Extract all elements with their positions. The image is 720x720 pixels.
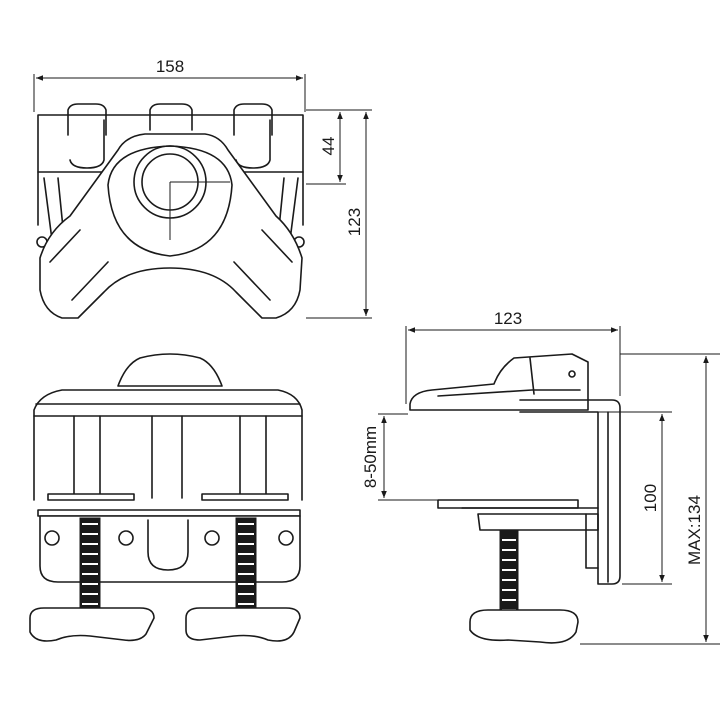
dim-top-height: 123 <box>345 208 364 236</box>
top-view-dimensions: 158 44 123 <box>33 57 372 319</box>
side-view <box>409 353 621 644</box>
front-view <box>29 353 303 642</box>
dim-knob-offset: 44 <box>319 137 338 156</box>
top-view <box>36 103 305 319</box>
dim-side-height: 100 <box>641 484 660 512</box>
dim-side-width: 123 <box>494 309 522 328</box>
dim-side-max: MAX:134 <box>685 495 704 565</box>
side-view-dimensions: 123 8-50mm 100 MAX:134 <box>361 309 720 645</box>
dim-top-width: 158 <box>156 57 184 76</box>
dim-clamp-range: 8-50mm <box>361 426 380 488</box>
